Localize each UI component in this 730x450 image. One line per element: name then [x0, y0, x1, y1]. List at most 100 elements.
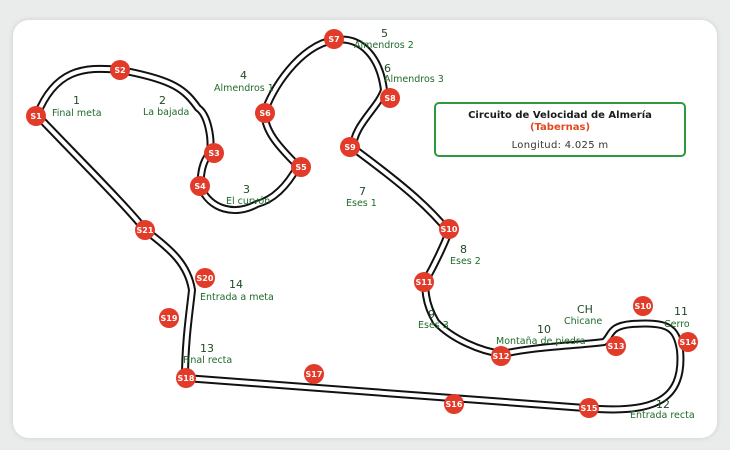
sector-dot [195, 268, 215, 288]
corner-number: 11 [674, 305, 688, 318]
sector-marker: S2 [110, 60, 130, 80]
corner-label-6: 6 Almendros 3 [384, 62, 444, 85]
sector-label: S16 [446, 400, 463, 409]
corner-number: 6 [384, 62, 391, 75]
sector-label: S20 [197, 274, 214, 283]
sector-label: S19 [161, 314, 178, 323]
corner-name: Final recta [183, 355, 232, 366]
sector-dot [110, 60, 130, 80]
track-surface [35, 37, 683, 412]
sector-dot [579, 398, 599, 418]
sector-label: S18 [178, 374, 195, 383]
corner-number: 1 [73, 94, 80, 107]
sector-marker: S19 [159, 308, 179, 328]
corner-label-11: 11 Cerro [664, 305, 690, 330]
corner-name: Eses 3 [418, 320, 449, 331]
sector-label: S1 [30, 112, 42, 121]
corner-name: Almendros 3 [384, 74, 444, 85]
sector-label: S12 [493, 352, 510, 361]
sector-marker: S21 [135, 220, 155, 240]
sector-dot [444, 394, 464, 414]
corner-name: Entrada recta [630, 410, 695, 421]
corner-name: Cerro [664, 319, 690, 330]
corner-number: 4 [240, 69, 247, 82]
sector-label: S21 [137, 226, 154, 235]
sector-dot [491, 346, 511, 366]
sector-marker: S1 [26, 106, 46, 126]
sector-marker: S5 [291, 157, 311, 177]
sector-marker: S13 [606, 336, 626, 356]
sector-marker: S14 [678, 332, 698, 352]
sector-marker: S8 [380, 88, 400, 108]
sector-dot [304, 364, 324, 384]
corner-label-14: 14 Entrada a meta [200, 278, 274, 303]
circuit-length: Longitud: 4.025 m [511, 140, 609, 151]
sector-dot [255, 103, 275, 123]
corner-name: Chicane [564, 316, 602, 327]
circuit-info-box: Circuito de Velocidad de Almería (Tabern… [434, 102, 686, 157]
sector-marker: S3 [204, 143, 224, 163]
corner-name: Eses 2 [450, 256, 481, 267]
sector-marker: S7 [324, 29, 344, 49]
sector-dot [135, 220, 155, 240]
corner-name: Almendros 2 [354, 40, 414, 51]
corner-name: La bajada [143, 107, 189, 118]
sector-label: S7 [328, 35, 339, 44]
sector-dot [159, 308, 179, 328]
sector-marker: S16 [444, 394, 464, 414]
sector-marker: S10 [439, 219, 459, 239]
sector-marker: S10 [633, 296, 653, 316]
sector-label: S8 [384, 94, 396, 103]
corner-number: 5 [381, 27, 388, 40]
sector-dot [291, 157, 311, 177]
corner-number: CH [577, 303, 593, 316]
sector-dot [340, 137, 360, 157]
sector-dot [678, 332, 698, 352]
corner-number: 14 [229, 278, 243, 291]
sector-marker: S6 [255, 103, 275, 123]
corner-number: 10 [537, 323, 551, 336]
sector-marker: S4 [190, 176, 210, 196]
sector-marker: S9 [340, 137, 360, 157]
sector-dot [633, 296, 653, 316]
sector-marker: S17 [304, 364, 324, 384]
circuit-subtitle: (Tabernas) [529, 122, 591, 133]
sector-label: S15 [581, 404, 598, 413]
sector-label: S5 [295, 163, 307, 172]
corner-label-10: 10 Montaña de piedra [496, 323, 586, 347]
sector-label: S13 [608, 342, 625, 351]
sector-marker: S12 [491, 346, 511, 366]
sector-label: S14 [680, 338, 697, 347]
corner-label-1: 1 Final meta [52, 94, 102, 119]
corner-number: 9 [428, 308, 435, 321]
sector-label: S3 [208, 149, 219, 158]
sector-dot [176, 368, 196, 388]
sector-dot [204, 143, 224, 163]
corner-number: 3 [243, 183, 250, 196]
sector-label: S11 [416, 278, 433, 287]
corner-number: 13 [200, 342, 214, 355]
corner-label-2: 2 La bajada [143, 94, 189, 118]
corner-number: 8 [460, 243, 467, 256]
corner-number: 12 [656, 398, 670, 411]
corner-label-7: 7 Eses 1 [346, 185, 377, 209]
corner-label-8: 8 Eses 2 [450, 243, 481, 267]
sector-dot [190, 176, 210, 196]
corner-label-4: 4 Almendros 1 [214, 69, 274, 94]
corner-name: Entrada a meta [200, 292, 274, 303]
map-panel [13, 20, 717, 438]
sector-dot [414, 272, 434, 292]
corner-label-9: 9 Eses 3 [418, 308, 449, 331]
sector-label: S17 [306, 370, 323, 379]
sector-label: S10 [441, 225, 458, 234]
corner-label-12: 12 Entrada recta [630, 398, 695, 421]
sector-dot [26, 106, 46, 126]
sector-label: S2 [114, 66, 125, 75]
corner-label-3: 3 El curvón [226, 183, 270, 207]
sector-marker: S20 [195, 268, 215, 288]
sector-dot [439, 219, 459, 239]
corner-name: Eses 1 [346, 198, 377, 209]
corner-name: Montaña de piedra [496, 336, 586, 347]
track-outline [33, 35, 685, 414]
circuit-title: Circuito de Velocidad de Almería [468, 110, 652, 121]
